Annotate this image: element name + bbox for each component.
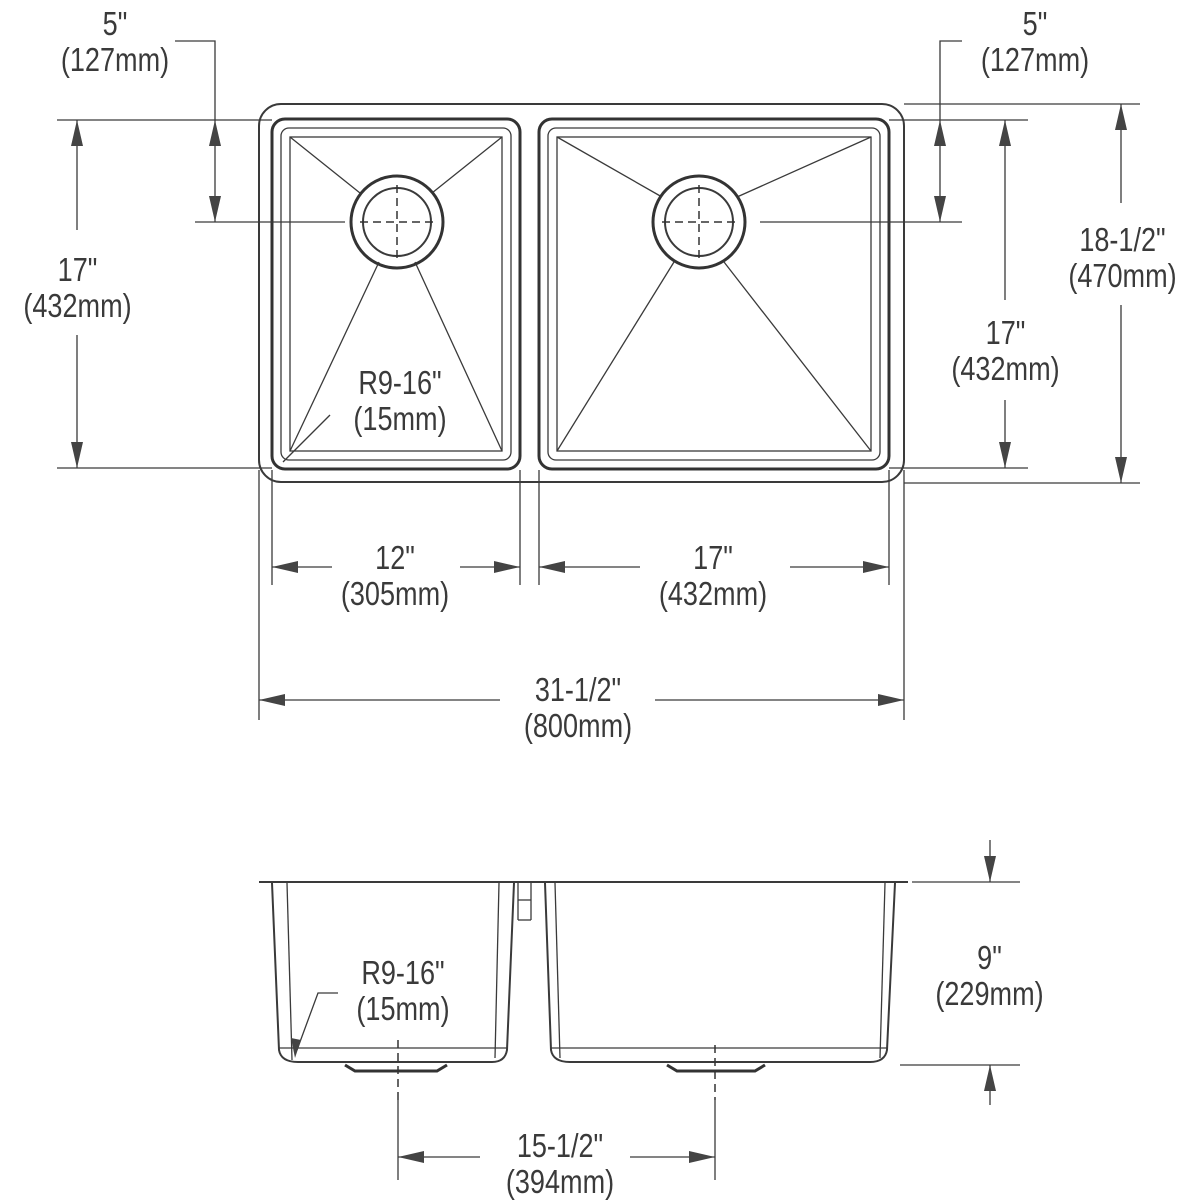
right-drain-offset-label: 5"(127mm) (980, 5, 1090, 78)
overall-depth-label: 18-1/2"(470mm) (1068, 221, 1177, 294)
left-bowl-width-label: 12"(305mm) (340, 539, 450, 612)
overall-width-label: 31-1/2"(800mm) (523, 671, 633, 744)
outer-rim (258, 103, 905, 483)
left-bowl (270, 117, 522, 471)
corner-radius-label-side: R9-16"(15mm) (356, 954, 450, 1027)
right-drain (651, 174, 747, 270)
right-bowl (537, 117, 891, 471)
left-drain (349, 174, 445, 270)
drain-spacing-label: 15-1/2"(394mm) (505, 1127, 615, 1200)
left-drain-offset-label: 5"(127mm) (60, 5, 170, 78)
side-view (259, 881, 908, 1100)
right-bowl-width-label: 17"(432mm) (658, 539, 768, 612)
left-bowl-depth-label: 17"(432mm) (23, 251, 132, 324)
bowl-height-label: 9"(229mm) (935, 939, 1044, 1012)
corner-radius-label-top: R9-16"(15mm) (353, 364, 447, 437)
right-bowl-depth-label: 17"(432mm) (951, 314, 1060, 387)
